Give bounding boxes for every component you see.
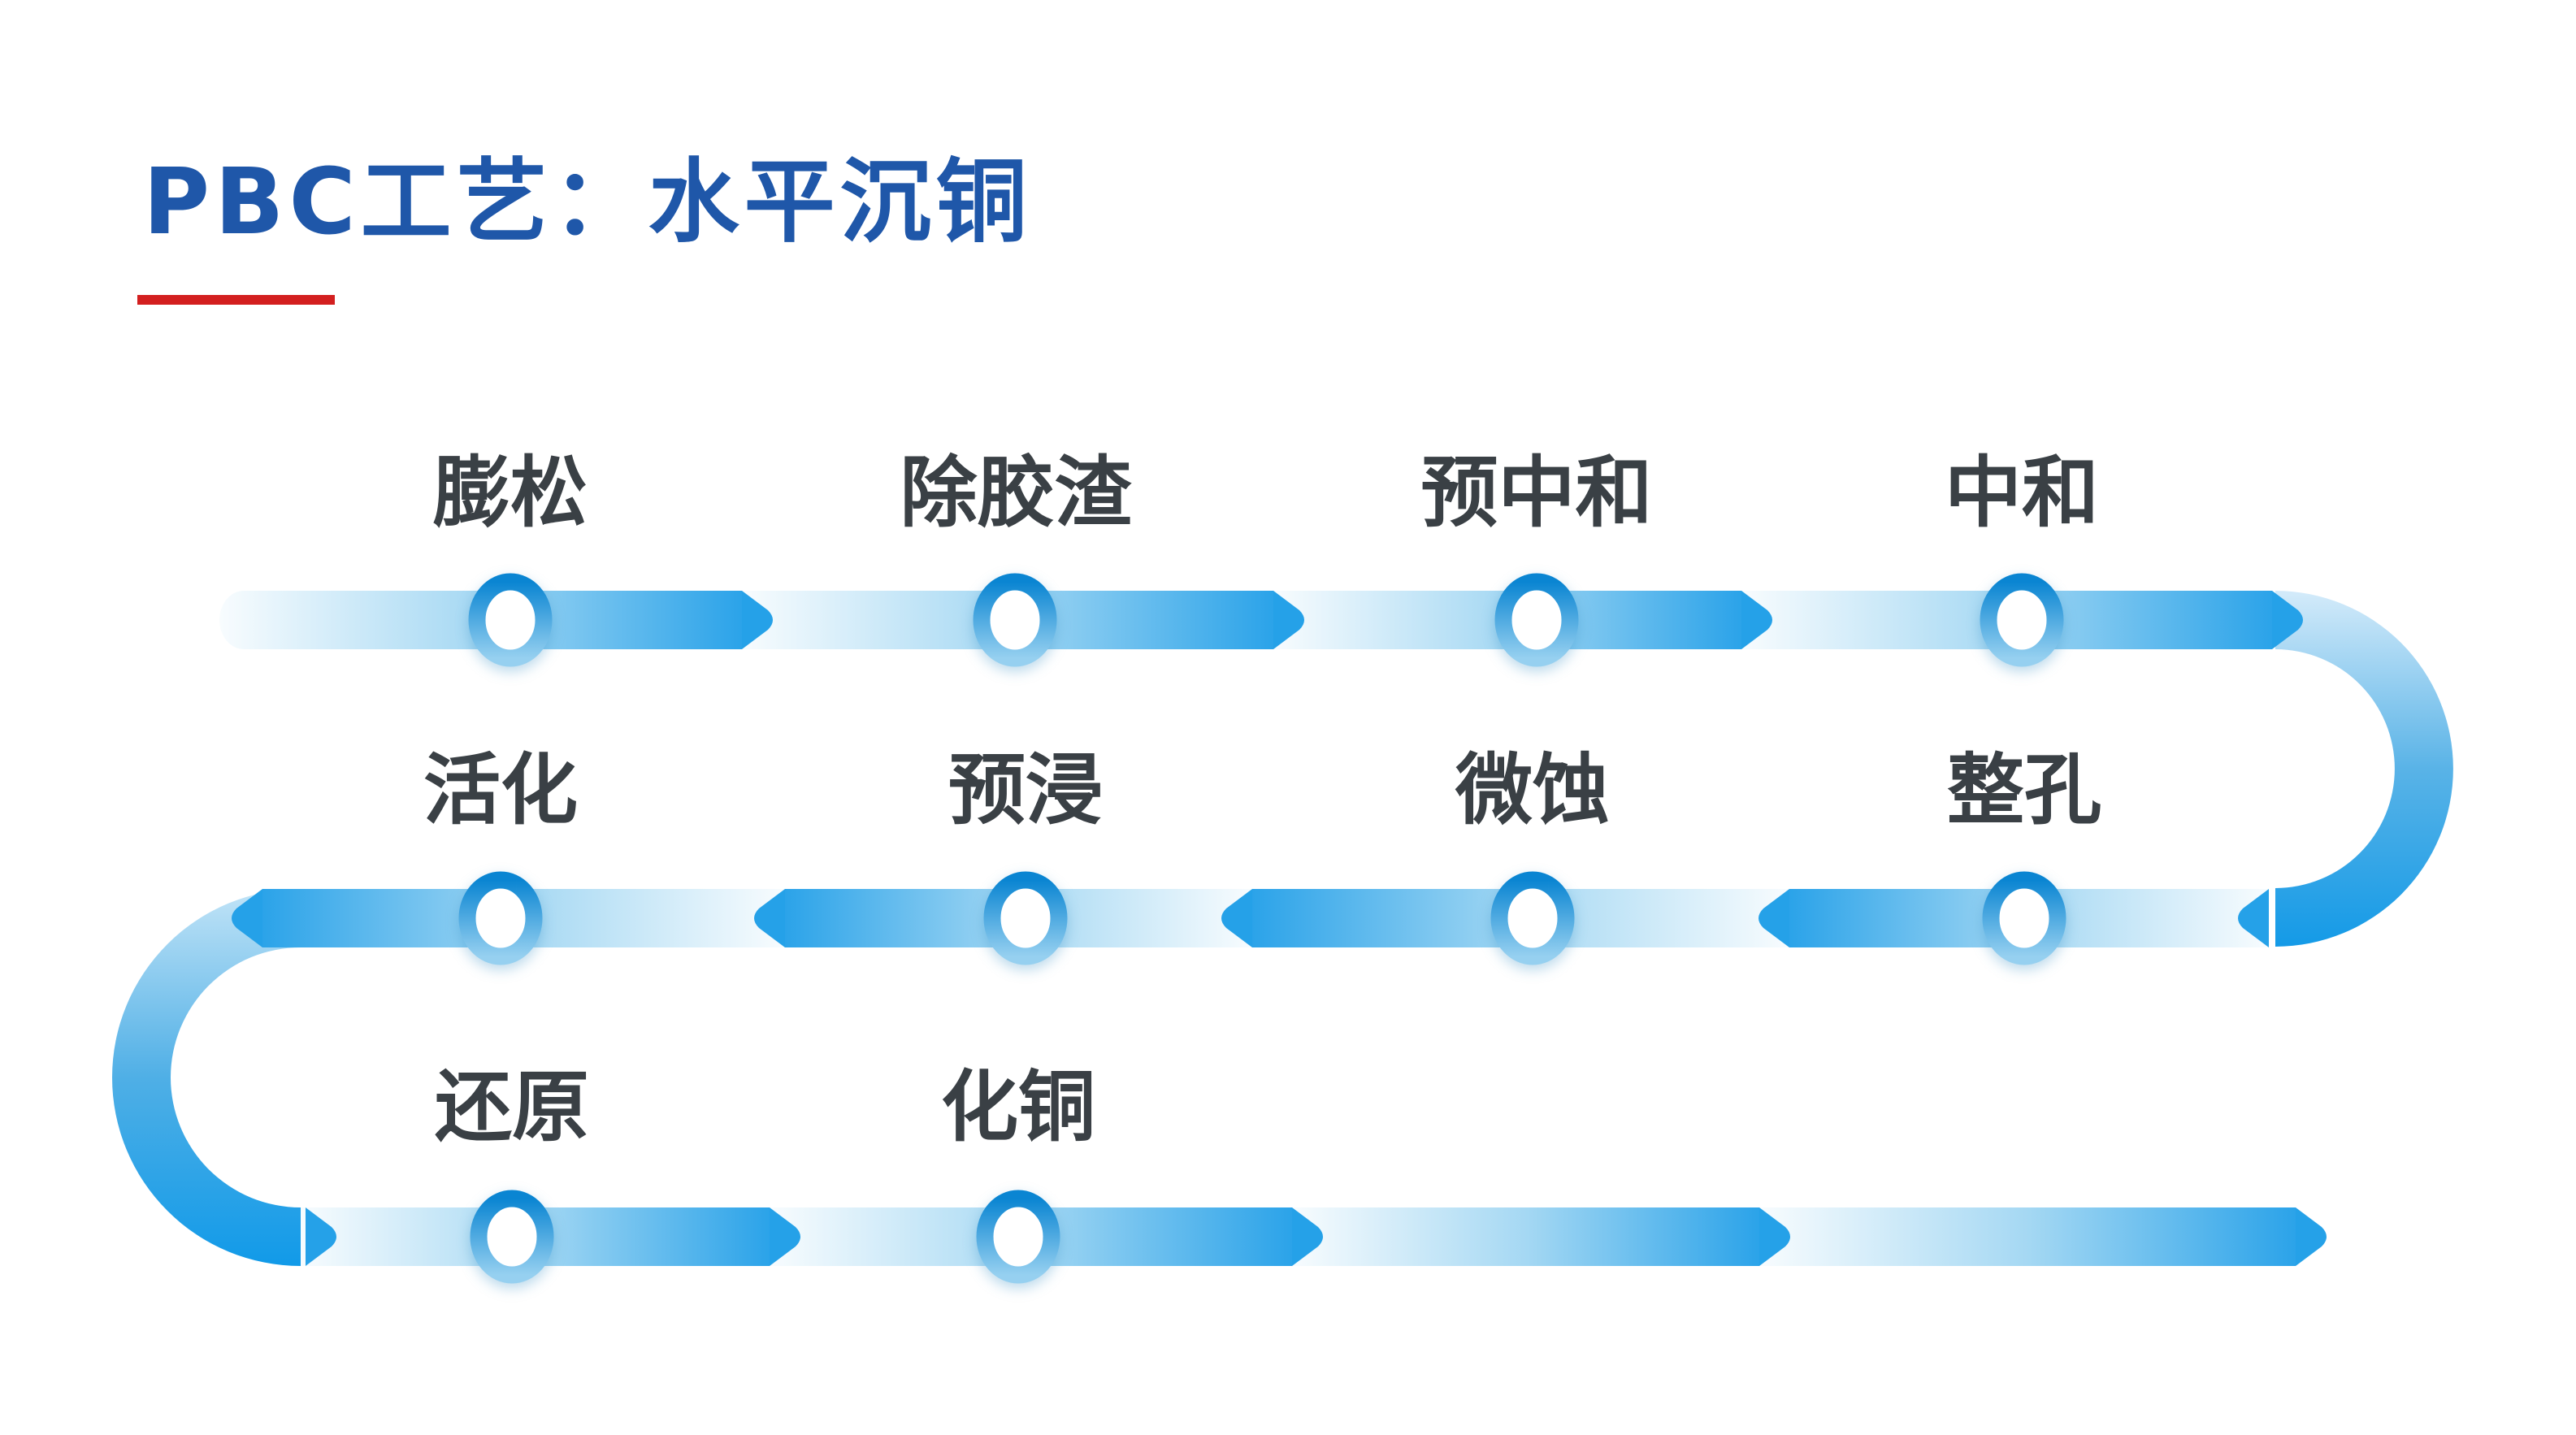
step-label-sweller: 膨松 [432,449,588,538]
step-label-activator: 活化 [423,746,579,835]
arrowhead-right-icon [1759,1207,1790,1266]
node-ring [983,871,1068,965]
flow-band-segment [1292,1207,1759,1266]
arrowhead-right-icon [1741,591,1772,649]
step-label-pre-neutralizer: 预中和 [1420,449,1653,538]
page-title: PBC工艺：水平沉铜 [143,150,1032,255]
node-ring [1982,871,2066,965]
node-ring [1490,871,1575,965]
arrowhead-left-icon [754,889,785,947]
arrowhead-left-icon [232,889,262,947]
step-label-microetch: 微蚀 [1455,746,1611,835]
arrowhead-left-icon [1759,889,1789,947]
step-label-electroless-copper: 化铜 [940,1063,1096,1152]
arrowhead-left-icon [2238,889,2269,947]
arrowhead-left-icon [1221,889,1252,947]
step-label-neutralizer: 中和 [1944,449,2100,538]
node-ring [468,573,553,667]
arrowhead-right-icon [770,1207,800,1266]
arrowhead-right-icon [742,591,773,649]
step-label-reducer: 还原 [434,1063,590,1152]
arrowhead-right-icon [2272,591,2303,649]
arrowhead-right-icon [1273,591,1304,649]
node-ring [470,1190,554,1284]
node-ring [1494,573,1579,667]
arrowhead-right-icon [2296,1207,2327,1266]
u-turn-band-left [112,889,301,1266]
u-turn-band-right [2275,591,2453,947]
node-ring [976,1190,1060,1284]
flow-band-segment [1759,1207,2296,1266]
step-label-desmear: 除胶渣 [900,449,1132,538]
node-ring [1980,573,2064,667]
arrowhead-right-icon [1292,1207,1323,1266]
title-underline-accent [137,295,335,305]
arrowhead-right-icon [306,1207,336,1266]
step-label-conditioner: 整孔 [1946,746,2102,835]
node-ring [973,573,1057,667]
step-label-predip: 预浸 [948,746,1104,835]
node-ring [458,871,543,965]
